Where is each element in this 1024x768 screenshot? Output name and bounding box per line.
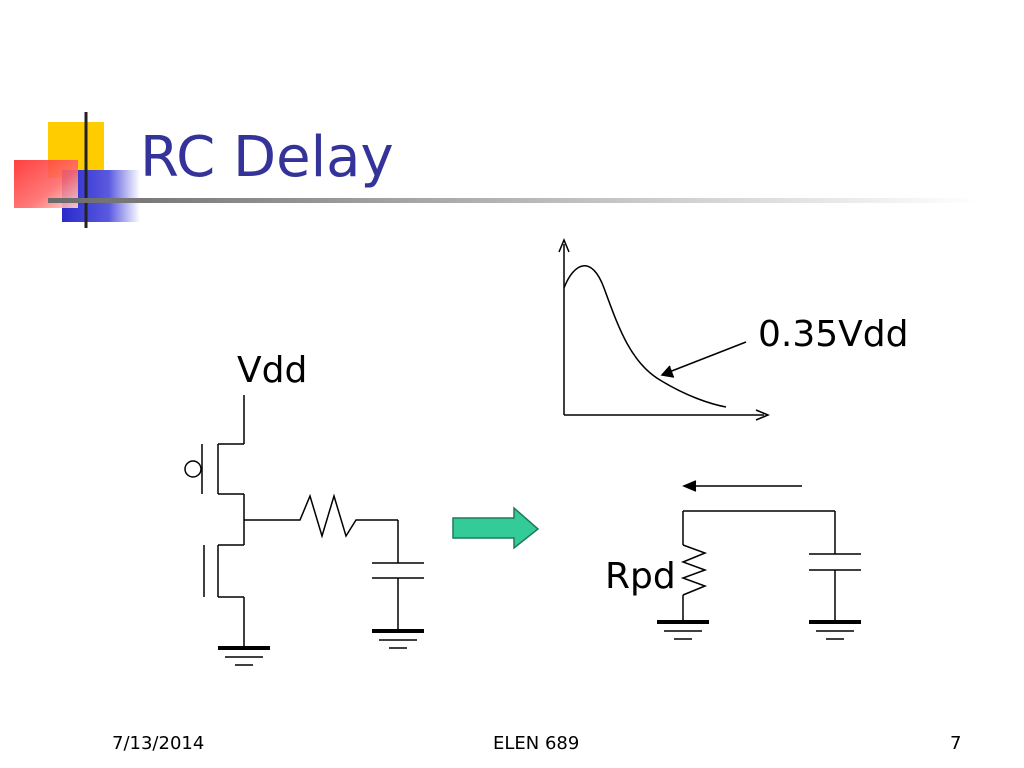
nmos-transistor-icon	[203, 544, 244, 598]
threshold-label: 0.35Vdd	[758, 314, 909, 355]
ground-icon	[809, 620, 861, 640]
ground-icon	[372, 629, 424, 649]
resistor-icon	[680, 544, 708, 596]
ground-icon	[218, 646, 270, 666]
footer-date: 7/13/2014	[112, 733, 205, 754]
arrow-right-icon	[452, 506, 540, 550]
threshold-pointer-arrowhead	[660, 365, 675, 378]
plot-y-axis-arrowhead	[558, 238, 570, 253]
capacitor-icon	[809, 553, 861, 571]
slide-title: RC Delay	[140, 125, 394, 190]
arrow-left-icon	[682, 480, 697, 492]
capacitor-icon	[372, 562, 424, 579]
waveform-plot	[558, 238, 770, 421]
rc-equivalent-circuit	[657, 480, 861, 640]
footer-course: ELEN 689	[493, 733, 580, 754]
pmos-transistor-icon	[184, 443, 244, 495]
rpd-label: Rpd	[605, 556, 676, 597]
ground-icon	[657, 620, 709, 640]
inverter-circuit	[184, 395, 424, 666]
vdd-label: Vdd	[237, 350, 308, 391]
resistor-icon	[244, 493, 398, 539]
title-underline	[48, 198, 978, 203]
footer-page-number: 7	[950, 733, 962, 754]
threshold-pointer	[663, 341, 747, 375]
discharge-curve	[563, 265, 727, 408]
plot-x-axis-arrowhead	[755, 409, 770, 421]
